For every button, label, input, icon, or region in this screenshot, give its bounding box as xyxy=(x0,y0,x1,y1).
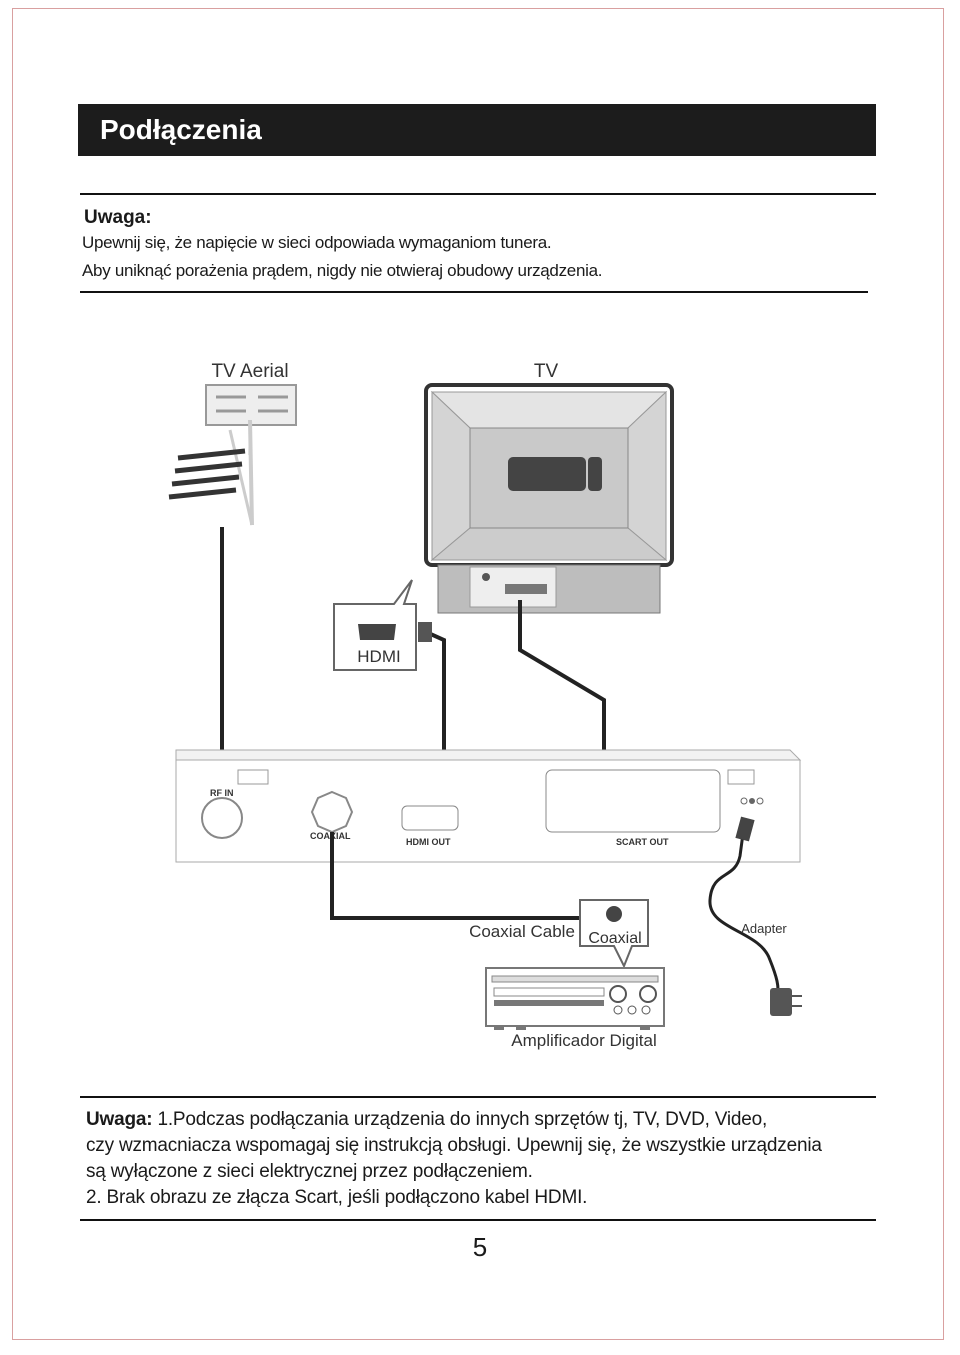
note-label: Uwaga: xyxy=(84,207,152,228)
hdmi-port-icon xyxy=(358,624,396,640)
page-title: Podłączenia xyxy=(100,114,262,145)
note-bottom-line-1: Uwaga: 1.Podczas podłączania urządzenia … xyxy=(86,1107,886,1133)
note-bottom-line-4: 2. Brak obrazu ze złącza Scart, jeśli po… xyxy=(86,1187,588,1208)
divider-note2-bottom xyxy=(80,1219,876,1221)
power-plug-icon xyxy=(735,816,755,842)
adapter-icon xyxy=(770,988,792,1016)
note-bottom-label: Uwaga: xyxy=(86,1109,153,1130)
coaxial-port xyxy=(310,790,354,834)
rf-in-port xyxy=(201,797,243,839)
note-bottom-line-3: są wyłączone z sieci elektrycznej przez … xyxy=(86,1161,533,1182)
aerial-icon xyxy=(168,384,297,526)
divider-top xyxy=(80,193,876,195)
coaxial-cable xyxy=(330,832,590,920)
section-title-bar: Podłączenia xyxy=(78,104,876,156)
coaxial-label: Coaxial xyxy=(588,930,641,947)
tv-icon xyxy=(424,383,674,614)
rf-in-label: RF IN xyxy=(210,788,234,798)
amplifier-icon xyxy=(485,967,665,1030)
note-bottom-line-2: czy wzmacniacza wspomagaj się instrukcją… xyxy=(86,1135,822,1156)
note-bottom-text-1: 1.Podczas podłączania urządzenia do inny… xyxy=(157,1109,768,1130)
amplifier-label: Amplificador Digital xyxy=(511,1031,657,1050)
hdmi-label: HDMI xyxy=(357,647,400,666)
divider-note-bottom xyxy=(80,291,868,293)
divider-note2-top xyxy=(80,1096,876,1098)
coaxial-socket-icon xyxy=(606,906,622,922)
page-number: 5 xyxy=(472,1232,488,1262)
adapter-label: Adapter xyxy=(741,921,787,936)
receiver-box xyxy=(175,749,802,863)
scart-out-label: SCART OUT xyxy=(616,837,669,847)
coaxial-callout xyxy=(579,899,649,969)
coaxial-cable-label: Coaxial Cable xyxy=(469,922,575,941)
adapter-cable xyxy=(708,825,780,991)
hdmi-callout xyxy=(333,579,417,671)
scart-out-port xyxy=(545,769,721,833)
page-border xyxy=(12,8,944,1340)
hdmi-out-port xyxy=(401,805,459,831)
note-line-1: Upewnij się, że napięcie w sieci odpowia… xyxy=(82,233,552,252)
connection-diagram: TV Aerial TV HDMI RF xyxy=(168,361,802,1050)
tv-aerial-label: TV Aerial xyxy=(211,361,288,382)
hdmi-plug-top xyxy=(418,622,432,642)
note-line-2: Aby uniknąć porażenia prądem, nigdy nie … xyxy=(82,261,603,280)
hdmi-out-label: HDMI OUT xyxy=(406,837,451,847)
note-bottom: Uwaga: 1.Podczas podłączania urządzenia … xyxy=(86,1107,886,1211)
tv-label: TV xyxy=(534,361,559,382)
